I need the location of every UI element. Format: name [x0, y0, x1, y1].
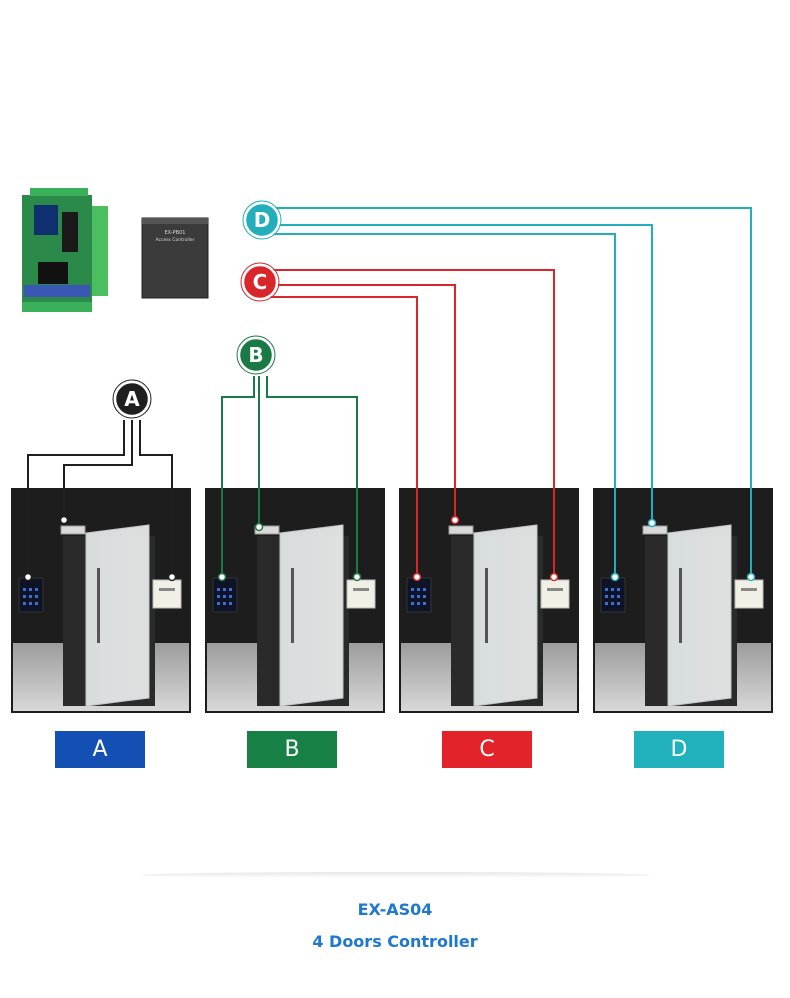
hub-d: D — [242, 200, 282, 240]
wire-a — [63, 420, 133, 520]
wire-endpoint — [23, 572, 33, 582]
magnetic-lock-icon — [254, 525, 280, 535]
exit-button-icon — [152, 579, 182, 609]
wire-c — [275, 284, 456, 520]
wire-endpoint — [450, 515, 460, 525]
keypad-reader-icon — [600, 577, 626, 613]
wire-group-d — [272, 207, 756, 582]
door-label-c: C — [442, 731, 532, 768]
wire-endpoint — [746, 572, 756, 582]
door-panel-c — [399, 488, 579, 713]
wire-endpoint — [549, 572, 559, 582]
door-label-d: D — [634, 731, 724, 768]
door-panel-b — [205, 488, 385, 713]
hub-label-a: A — [124, 387, 140, 411]
hub-b: B — [236, 335, 276, 375]
wire-endpoint — [412, 572, 422, 582]
wire-group-c — [270, 269, 559, 582]
wire-endpoint — [254, 522, 264, 532]
divider — [140, 872, 650, 878]
wire-a — [27, 420, 125, 577]
exit-button-icon — [734, 579, 764, 609]
door-panel-a — [11, 488, 191, 713]
magnetic-lock-icon — [448, 525, 474, 535]
hub-c: C — [240, 262, 280, 302]
wire-endpoint — [610, 572, 620, 582]
controller-box-title: EX-PB01 — [165, 230, 186, 236]
hub-label-c: C — [253, 270, 268, 294]
magnetic-lock-icon — [60, 525, 86, 535]
wire-endpoint — [59, 515, 69, 525]
wire-c — [270, 296, 418, 577]
wire-c — [270, 269, 555, 577]
wire-a — [139, 420, 173, 577]
wire-d — [272, 207, 752, 577]
controller-box-image: EX-PB01 Access Controller — [141, 217, 209, 299]
product-subtitle: 4 Doors Controller — [312, 932, 478, 951]
wire-endpoint — [217, 572, 227, 582]
product-model: EX-AS04 — [357, 900, 433, 919]
wire-b — [266, 376, 358, 577]
exit-button-icon — [540, 579, 570, 609]
wire-group-a — [23, 420, 177, 582]
hub-label-d: D — [254, 208, 271, 232]
wire-group-b — [217, 376, 362, 582]
hub-a: A — [112, 379, 152, 419]
exit-button-icon — [346, 579, 376, 609]
keypad-reader-icon — [18, 577, 44, 613]
controller-box-subtitle: Access Controller — [156, 237, 195, 243]
wire-endpoint — [167, 572, 177, 582]
wire-endpoint — [352, 572, 362, 582]
wire-d — [276, 224, 653, 523]
keypad-reader-icon — [212, 577, 238, 613]
door-label-a: A — [55, 731, 145, 768]
wire-endpoint — [647, 518, 657, 528]
door-label-b: B — [247, 731, 337, 768]
controller-board-image — [22, 188, 108, 312]
keypad-reader-icon — [406, 577, 432, 613]
wire-b — [221, 376, 255, 577]
wire-d — [272, 233, 616, 577]
door-panel-d — [593, 488, 773, 713]
hub-label-b: B — [248, 343, 263, 367]
magnetic-lock-icon — [642, 525, 668, 535]
